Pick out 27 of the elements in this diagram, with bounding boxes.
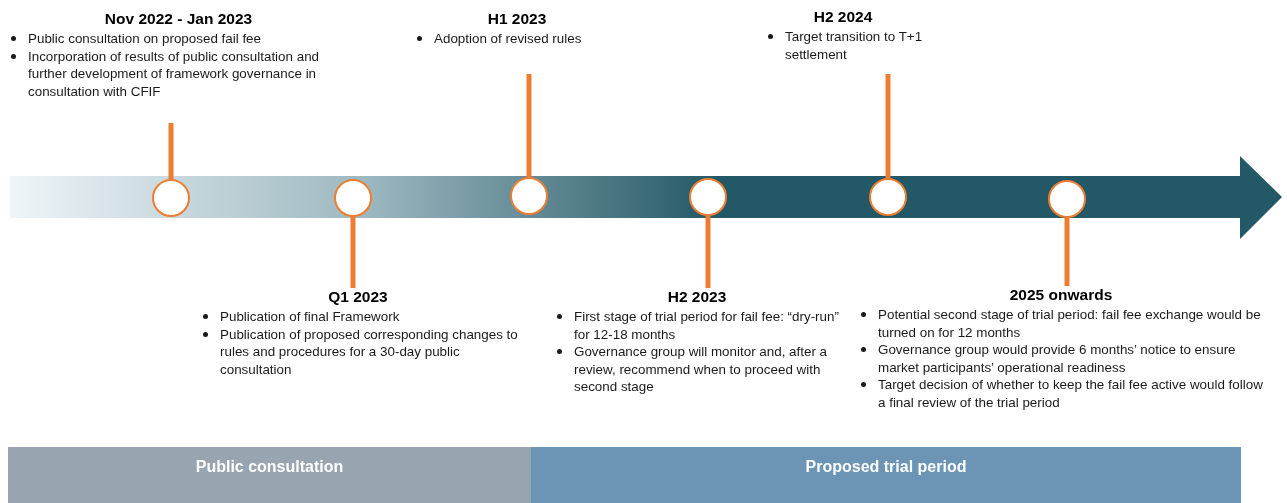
leader-line <box>1064 218 1070 286</box>
bullet-item: Publication of proposed corresponding changes to rules and procedures for a 30-day public consultation <box>220 325 518 378</box>
milestone-date: 2025 onwards <box>1008 286 1114 304</box>
leader-line <box>526 74 532 177</box>
milestone-date: H2 2023 <box>666 288 728 306</box>
bullet-item: Public consultation on proposed fail fee <box>28 30 262 48</box>
bullet-item: First stage of trial period for fail fee: “dry-run” for 12-18 months <box>574 308 840 343</box>
leader-line <box>350 217 356 288</box>
phase-label: Proposed trial period <box>805 458 967 477</box>
phase-label: Public consultation <box>195 458 344 477</box>
bullet-item: Potential second stage of trial period: fail fee exchange would be turned on for 12 months <box>878 306 1262 341</box>
bullet-item: Publication of final Framework <box>220 308 401 326</box>
milestone-date: Nov 2022 - Jan 2023 <box>103 10 254 28</box>
bullet-item: Target decision of whether to keep the fail fee active would follow a final review of the trial period <box>878 376 1264 411</box>
leader-line <box>168 123 174 179</box>
leader-line <box>885 74 891 178</box>
bullet-item: Governance group will monitor and, after a review, recommend when to proceed with second stage <box>574 343 829 396</box>
leader-line <box>705 216 711 288</box>
bullet-item: Incorporation of results of public consultation and further development of framework governance in consultation with CFIF <box>28 47 321 100</box>
bullet-item: Adoption of revised rules <box>434 30 583 48</box>
bullet-item: Governance group would provide 6 months’ notice to ensure market participants’ operational readiness <box>878 341 1237 376</box>
milestone-date: Q1 2023 <box>327 288 389 306</box>
bullet-item: Target transition to T+1 settlement <box>785 28 923 63</box>
phase-band <box>8 447 531 503</box>
phase-band <box>531 447 1241 503</box>
milestone-date: H2 2024 <box>812 8 874 26</box>
milestone-date: H1 2023 <box>486 10 548 28</box>
